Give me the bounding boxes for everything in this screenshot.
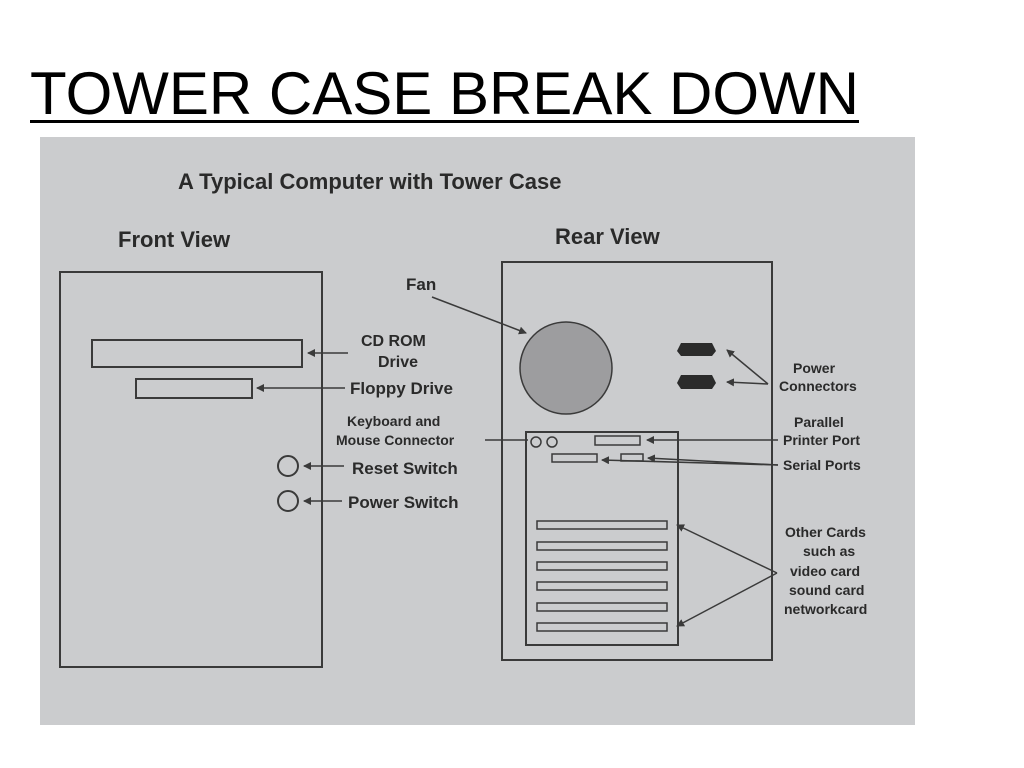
cards-label-line3: video card: [790, 563, 860, 579]
expansion-slot-2: [536, 541, 668, 551]
rear-view-title: Rear View: [555, 224, 661, 249]
power-switch: [277, 490, 299, 512]
rear-tower-outline: [501, 261, 773, 661]
slide-title: TOWER CASE BREAK DOWN: [30, 60, 859, 127]
fan-label: Fan: [406, 275, 436, 294]
reset-switch: [277, 455, 299, 477]
power-connector-top: [677, 343, 716, 356]
cards-label-line1: Other Cards: [785, 524, 866, 540]
power-connectors-arrow-bottom: [726, 378, 769, 387]
reset-label: Reset Switch: [352, 459, 458, 478]
keyboard-port: [530, 436, 542, 448]
serial-arrow-2: [647, 454, 779, 466]
power-connectors-label-line2: Connectors: [779, 378, 857, 394]
cdrom-label-line1: CD ROM: [361, 333, 426, 350]
serial-port-1: [551, 453, 598, 463]
cdrom-drive-bay: [91, 339, 303, 368]
parallel-port: [594, 435, 641, 446]
diagram-photo: A Typical Computer with Tower Case Front…: [40, 137, 915, 725]
cards-label-line4: sound card: [789, 582, 864, 598]
expansion-slot-6: [536, 622, 668, 632]
serial-label: Serial Ports: [783, 457, 861, 473]
front-tower-outline: [59, 271, 323, 668]
expansion-slot-5: [536, 602, 668, 612]
keyboard-label-line2: Mouse Connector: [336, 432, 455, 448]
mouse-port: [546, 436, 558, 448]
parallel-label-line2: Printer Port: [783, 432, 860, 448]
cards-label-line5: networkcard: [784, 601, 867, 617]
cdrom-label-line2: Drive: [378, 354, 418, 371]
expansion-slot-4: [536, 581, 668, 591]
expansion-slot-1: [536, 520, 668, 530]
motherboard-panel: [525, 431, 679, 646]
cards-arrow-bottom: [676, 572, 778, 627]
fan: [519, 321, 613, 415]
expansion-slot-3: [536, 561, 668, 571]
power-connectors-label-line1: Power: [793, 360, 836, 376]
cards-arrow-top: [676, 524, 778, 574]
keyboard-label-line1: Keyboard and: [347, 413, 440, 429]
floppy-label: Floppy Drive: [350, 379, 453, 398]
diagram-heading: A Typical Computer with Tower Case: [178, 169, 561, 194]
cards-label-line2: such as: [803, 543, 855, 559]
front-view-title: Front View: [118, 227, 231, 252]
power-connector-bottom: [677, 375, 716, 389]
fan-arrow: [431, 296, 527, 335]
power-label: Power Switch: [348, 493, 459, 512]
power-connectors-arrow-top: [726, 349, 769, 385]
floppy-drive-bay: [135, 378, 253, 399]
parallel-label-line1: Parallel: [794, 414, 844, 430]
